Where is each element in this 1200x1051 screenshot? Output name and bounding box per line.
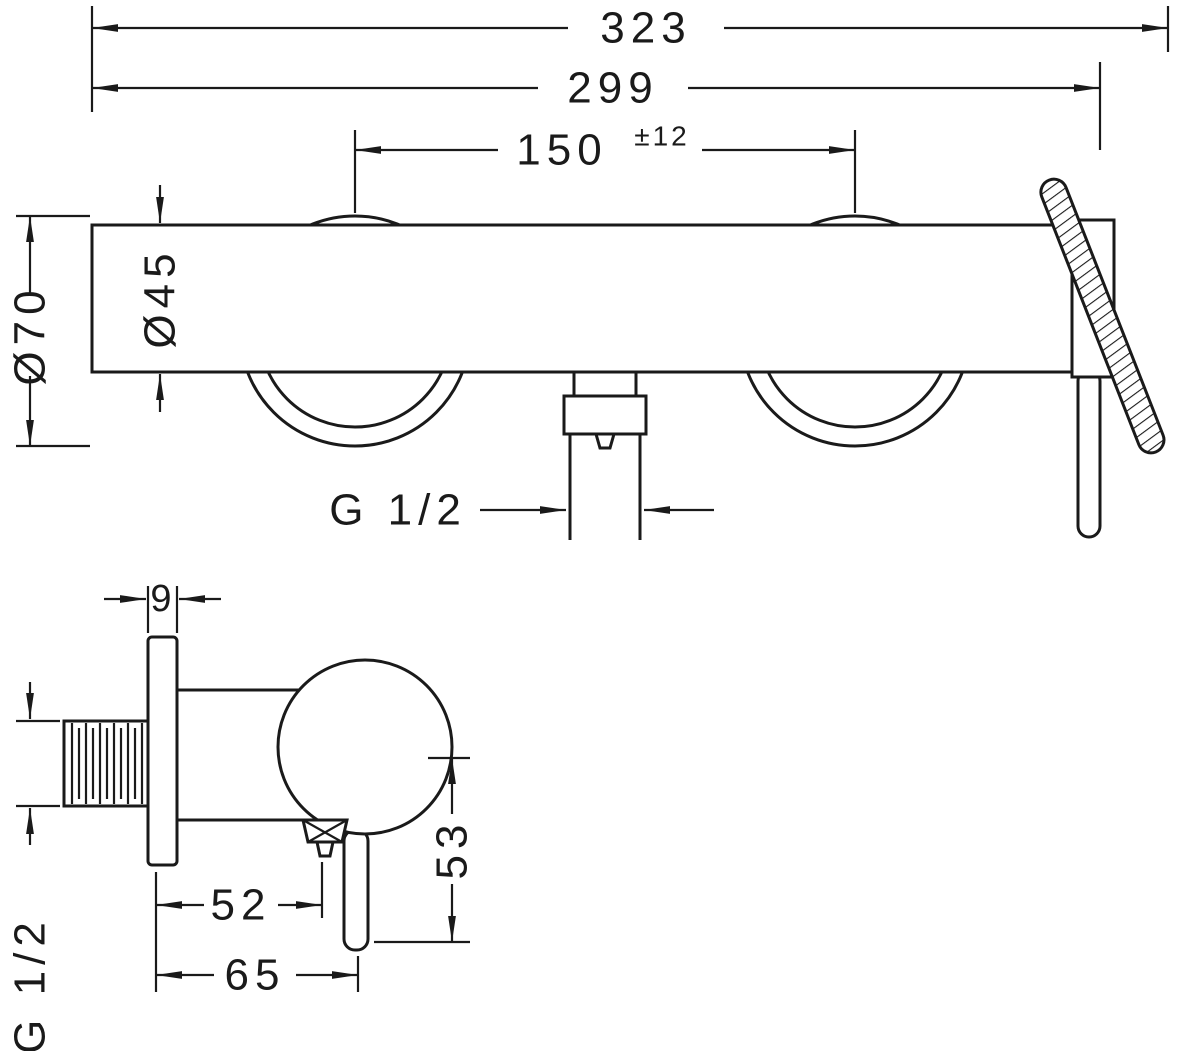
dim-plate-thickness-label: 9 xyxy=(150,578,173,620)
mixer-body-bar xyxy=(90,223,1074,374)
dim-mounting-width: 299 xyxy=(92,62,1102,150)
lever-handle-down xyxy=(1076,368,1102,539)
dim-overall-depth: 65 xyxy=(156,951,360,1000)
dim-outlet-depth: 52 xyxy=(156,862,324,930)
dim-mounting-width-label: 299 xyxy=(567,64,658,113)
dim-connection-tolerance-label: ±12 xyxy=(634,121,690,152)
dim-escutcheon-diameter: Ø70 xyxy=(6,214,90,448)
lever-handle-raised xyxy=(1039,177,1166,455)
connection-neck xyxy=(572,370,638,398)
outlet-tab xyxy=(315,840,335,858)
outlet-nut-cross-1 xyxy=(302,819,343,843)
dim-overall-width: 323 xyxy=(90,4,1170,112)
dim-body-diameter: Ø45 xyxy=(136,185,185,412)
dim-thread-side: G 1/2 xyxy=(6,682,60,1051)
dim-plate-thickness: 9 xyxy=(104,578,221,633)
outlet-nut-cross-2 xyxy=(307,819,348,843)
dim-connection-centers-label: 150 xyxy=(516,126,607,175)
dim-outlet-depth-label: 52 xyxy=(211,881,272,930)
wall-plate xyxy=(146,635,179,867)
dim-lever-height-label: 53 xyxy=(428,819,477,880)
connection-nut xyxy=(562,394,648,436)
thread-hatching xyxy=(70,723,144,804)
lever-handle-side xyxy=(342,828,370,952)
dim-connection-centers: 150 ±12 xyxy=(353,121,857,213)
dim-thread-front: G 1/2 xyxy=(329,486,714,535)
dim-lever-height: 53 xyxy=(374,756,477,944)
connection-tab xyxy=(594,432,616,450)
dim-escutcheon-diameter-label: Ø70 xyxy=(6,284,55,385)
dim-overall-depth-label: 65 xyxy=(225,951,286,1000)
valve-body-circle xyxy=(276,658,454,836)
front-view: 323 299 150 ±12 Ø70 xyxy=(6,4,1170,540)
dim-body-diameter-label: Ø45 xyxy=(136,247,185,348)
side-view: 9 G 1/2 53 52 xyxy=(6,578,477,1051)
dim-thread-side-label: G 1/2 xyxy=(6,916,55,1051)
dim-overall-width-label: 323 xyxy=(600,4,691,53)
dim-thread-front-label: G 1/2 xyxy=(329,486,467,535)
